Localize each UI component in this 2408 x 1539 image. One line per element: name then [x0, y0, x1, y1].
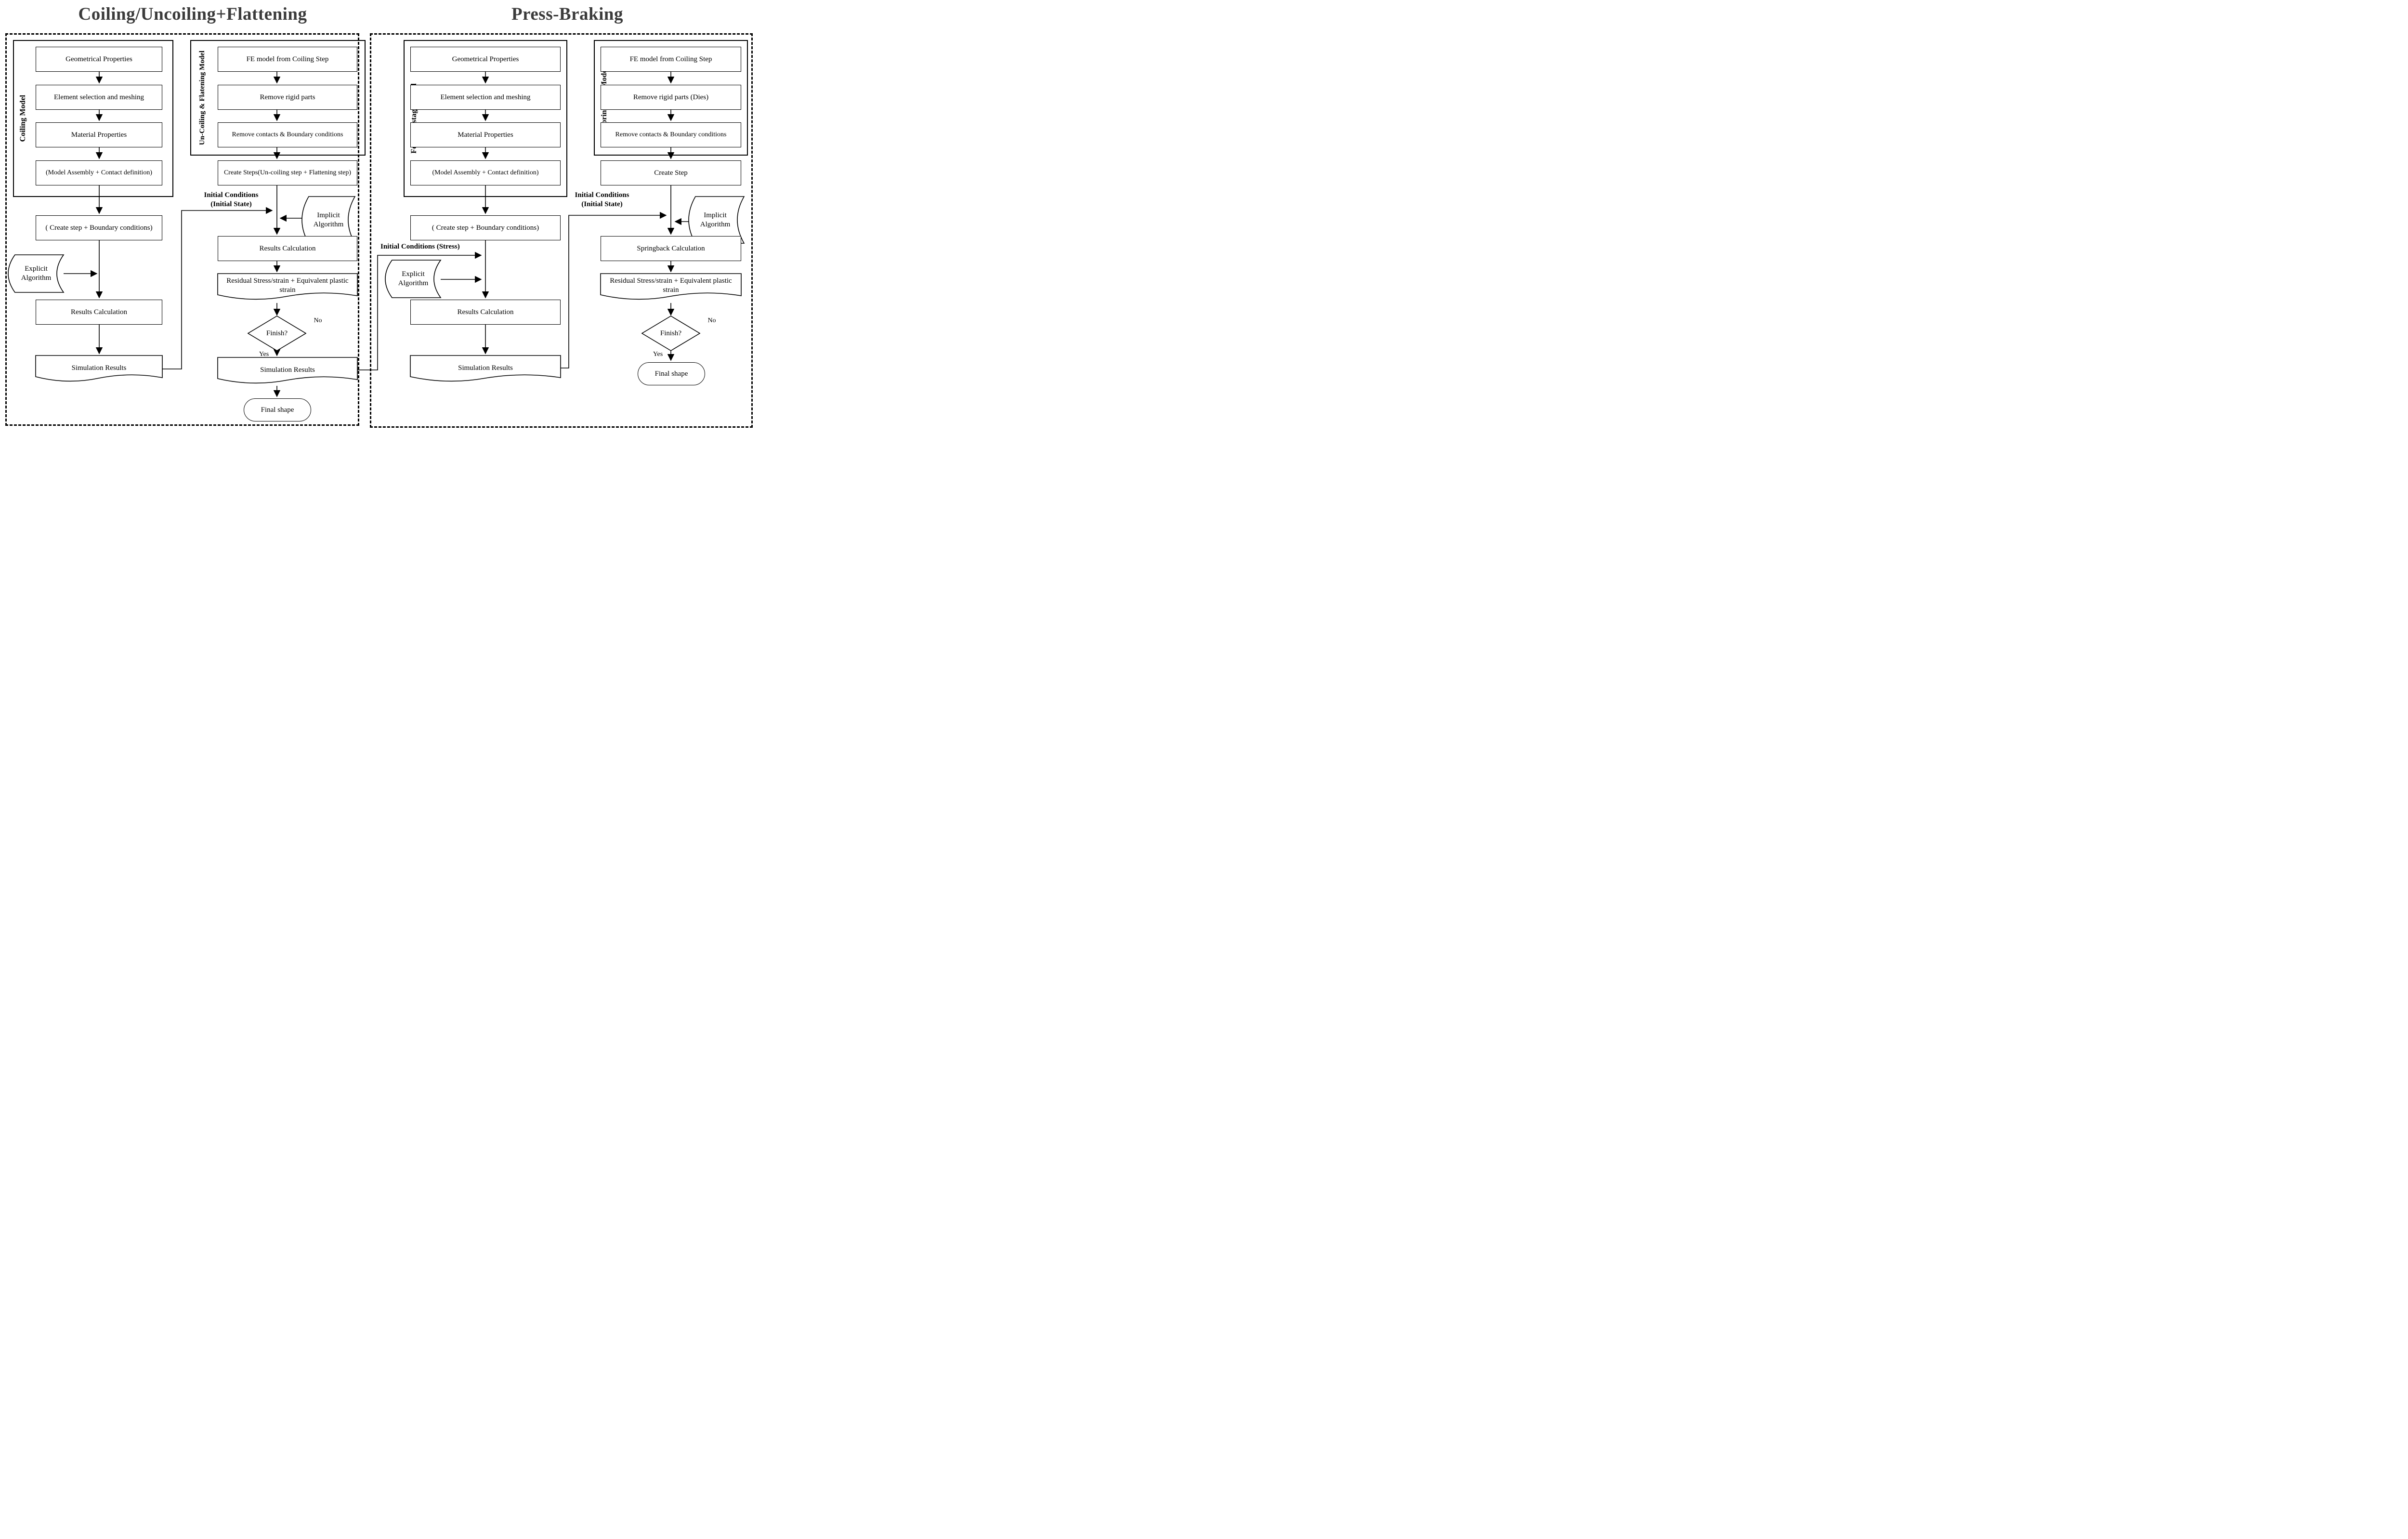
decision-diamond-finish-2 [641, 316, 701, 351]
label-yes-1: Yes [259, 351, 269, 358]
section-title-press-braking: Press-Braking [511, 4, 623, 24]
label-residual-1: Residual Stress/strain + Equivalent plas… [226, 277, 349, 294]
decision-diamond-finish-1 [247, 316, 307, 351]
label-no-2: No [707, 317, 716, 324]
label-initial-conditions-1-line1: Initial Conditions [204, 191, 259, 199]
box-create-step-boundary-1: ( Create step + Boundary conditions) [36, 215, 162, 240]
label-simulation-results-2: Simulation Results [260, 366, 315, 374]
label-implicit-algorithm-1: Implicit Algorithm [313, 211, 344, 228]
stored-data-shape-implicit-2 [688, 196, 745, 244]
label-initial-conditions-1-line2: (Initial State) [210, 200, 252, 208]
box-results-calculation-1: Results Calculation [36, 300, 162, 325]
label-implicit-algorithm-2: Implicit Algorithm [700, 211, 731, 228]
terminator-final-shape-1: Final shape [244, 398, 311, 421]
box-create-step-springback: Create Step [601, 160, 741, 185]
box-material-properties-2: Material Properties [410, 122, 561, 147]
box-model-assembly-2: (Model Assembly + Contact definition) [410, 160, 561, 185]
group-coiling-model [13, 40, 173, 197]
loop-simresults2-to-column3 [357, 251, 482, 370]
group-label-coiling-model: Coiling Model [19, 95, 27, 142]
label-finish-2: Finish? [660, 329, 682, 337]
box-material-properties-1: Material Properties [36, 122, 162, 147]
dashed-container-press-braking [370, 33, 753, 428]
stored-data-shape-explicit-1 [8, 254, 65, 293]
label-residual-2: Residual Stress/strain + Equivalent plas… [610, 277, 732, 294]
label-explicit-algorithm-1: Explicit Algorithm [21, 265, 52, 282]
box-geometrical-properties-1: Geometrical Properties [36, 47, 162, 72]
box-create-step-boundary-2: ( Create step + Boundary conditions) [410, 215, 561, 240]
label-simulation-results-1: Simulation Results [71, 364, 127, 372]
label-initial-conditions-2-line1: Initial Conditions [575, 191, 629, 199]
loop-simresults1-to-column2 [162, 207, 273, 369]
box-element-selection-1: Element selection and meshing [36, 85, 162, 110]
box-fe-model-1: FE model from Coiling Step [218, 47, 357, 72]
section-title-coiling-uncoiling-flattening: Coiling/Uncoiling+Flattening [78, 4, 307, 24]
box-results-calculation-2: Results Calculation [218, 236, 357, 261]
label-initial-conditions-stress: Initial Conditions (Stress) [380, 243, 460, 250]
document-shape-residual-2 [600, 273, 742, 300]
document-shape-simulation-results-1 [35, 355, 163, 382]
box-element-selection-2: Element selection and meshing [410, 85, 561, 110]
box-results-calculation-3: Results Calculation [410, 300, 561, 325]
box-create-steps-uncoiling: Create Steps(Un-coiling step + Flattenin… [218, 160, 357, 185]
box-remove-rigid-parts-1: Remove rigid parts [218, 85, 357, 110]
stored-data-shape-explicit-2 [385, 260, 442, 298]
label-initial-conditions-2-line2: (Initial State) [581, 200, 623, 208]
terminator-final-shape-2: Final shape [638, 362, 705, 385]
box-remove-contacts-1: Remove contacts & Boundary conditions [218, 122, 357, 147]
dashed-container-coiling-uncoiling [5, 33, 359, 426]
label-no-1: No [314, 317, 322, 324]
label-simulation-results-3: Simulation Results [458, 364, 513, 372]
label-finish-1: Finish? [266, 329, 288, 337]
box-model-assembly-1: (Model Assembly + Contact definition) [36, 160, 162, 185]
box-geometrical-properties-2: Geometrical Properties [410, 47, 561, 72]
loop-simresults3-to-column4 [561, 211, 667, 368]
box-fe-model-2: FE model from Coiling Step [601, 47, 741, 72]
label-yes-2: Yes [653, 351, 663, 358]
box-remove-contacts-2: Remove contacts & Boundary conditions [601, 122, 741, 147]
box-springback-calculation: Springback Calculation [601, 236, 741, 261]
flowchart-canvas: Coiling/Uncoiling+Flattening Press-Braki… [0, 0, 755, 433]
group-label-uncoiling-model: Un-Coiling & Flatening Model [198, 50, 206, 145]
document-shape-simulation-results-2 [217, 357, 358, 384]
connector-layer [8, 72, 745, 397]
box-remove-rigid-parts-2: Remove rigid parts (Dies) [601, 85, 741, 110]
label-explicit-algorithm-2: Explicit Algorithm [398, 270, 429, 287]
document-shape-simulation-results-3 [410, 355, 561, 382]
document-shape-residual-1 [217, 273, 358, 300]
